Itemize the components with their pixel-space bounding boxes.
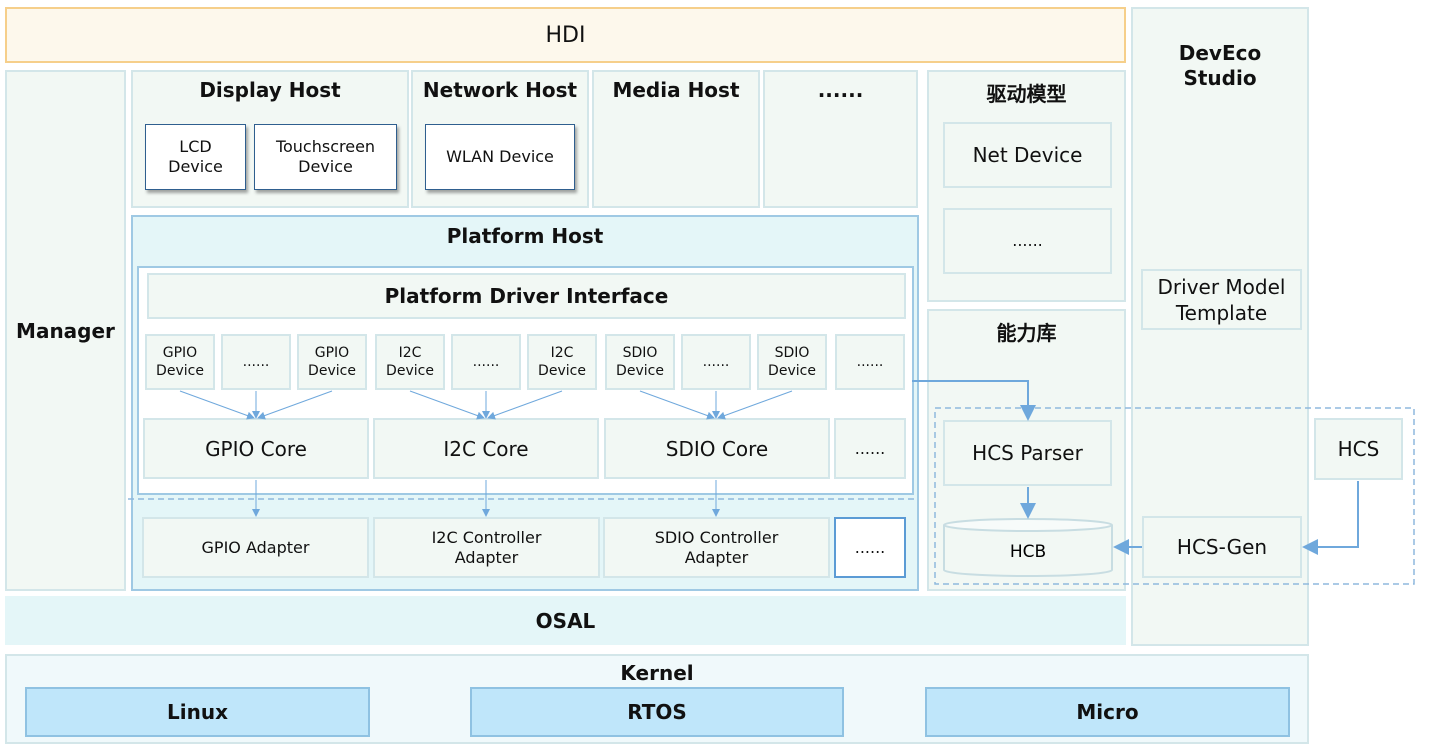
adapter-label: GPIO Adapter xyxy=(201,537,310,557)
hdi-bar: HDI xyxy=(5,7,1126,63)
wlan-device-label: WLAN Device xyxy=(446,147,554,166)
capability-title: 能力库 xyxy=(996,321,1057,345)
gpio-device-1: GPIO Device xyxy=(145,334,215,390)
micro-box: Micro xyxy=(925,687,1290,737)
osal-label: OSAL xyxy=(535,608,596,633)
platform-driver-interface: Platform Driver Interface xyxy=(147,273,906,319)
hdi-label: HDI xyxy=(545,22,586,48)
i2c-device-more: ...... xyxy=(451,334,521,390)
hcs-label: HCS xyxy=(1337,437,1380,461)
more-host-title: ...... xyxy=(817,78,864,102)
core-label: I2C Core xyxy=(443,436,529,461)
device-label: GPIO Device xyxy=(308,345,356,379)
core-label: SDIO Core xyxy=(665,436,769,461)
device-label: SDIO Device xyxy=(768,345,816,379)
rtos-box: RTOS xyxy=(470,687,844,737)
sdio-core: SDIO Core xyxy=(604,418,830,479)
osal-bar: OSAL xyxy=(5,596,1126,645)
lcd-device: LCD Device xyxy=(145,124,246,190)
platform-driver-interface-label: Platform Driver Interface xyxy=(384,284,669,308)
sdio-device-1: SDIO Device xyxy=(605,334,675,390)
driver-model-more: ...... xyxy=(943,208,1112,274)
i2c-device-2: I2C Device xyxy=(527,334,597,390)
device-more: ...... xyxy=(835,334,905,390)
more-host: ...... xyxy=(763,70,918,208)
gpio-adapter: GPIO Adapter xyxy=(142,517,369,578)
net-device-label: Net Device xyxy=(972,143,1083,167)
wlan-device: WLAN Device xyxy=(425,124,575,190)
driver-model-template: Driver Model Template xyxy=(1141,269,1302,330)
device-label: I2C Device xyxy=(386,345,434,379)
adapter-label: I2C Controller Adapter xyxy=(431,527,542,567)
touchscreen-device-label: Touchscreen Device xyxy=(275,137,376,176)
rtos-label: RTOS xyxy=(627,700,687,724)
sdio-controller-adapter: SDIO Controller Adapter xyxy=(603,517,830,578)
i2c-controller-adapter: I2C Controller Adapter xyxy=(373,517,600,578)
hcs-gen-label: HCS-Gen xyxy=(1176,535,1268,559)
core-more: ...... xyxy=(834,418,906,479)
touchscreen-device: Touchscreen Device xyxy=(254,124,397,190)
adapter-label: SDIO Controller Adapter xyxy=(654,527,779,567)
micro-label: Micro xyxy=(1076,700,1139,724)
network-host-title: Network Host xyxy=(422,78,578,102)
device-label: I2C Device xyxy=(538,345,586,379)
deveco-title: DevEco Studio xyxy=(1178,41,1262,90)
linux-label: Linux xyxy=(167,700,228,724)
driver-model-more-label: ...... xyxy=(1012,231,1043,250)
net-device: Net Device xyxy=(943,122,1112,188)
platform-host-title: Platform Host xyxy=(446,224,604,248)
i2c-core: I2C Core xyxy=(373,418,599,479)
hcs-to-hcsgen-arrow xyxy=(1302,481,1359,555)
media-host: Media Host xyxy=(592,70,760,208)
lcd-device-label: LCD Device xyxy=(168,137,223,176)
device-label: SDIO Device xyxy=(616,345,664,379)
hcs-parser-label: HCS Parser xyxy=(972,441,1083,465)
sdio-device-2: SDIO Device xyxy=(757,334,827,390)
device-label: ...... xyxy=(856,354,884,370)
media-host-title: Media Host xyxy=(612,78,740,102)
display-host-title: Display Host xyxy=(199,78,341,102)
device-label: ...... xyxy=(472,354,500,370)
driver-model-template-label: Driver Model Template xyxy=(1157,274,1286,325)
hcs-parser: HCS Parser xyxy=(943,420,1112,486)
adapter-more: ...... xyxy=(834,517,906,578)
i2c-device-1: I2C Device xyxy=(375,334,445,390)
linux-box: Linux xyxy=(25,687,370,737)
device-label: GPIO Device xyxy=(156,345,204,379)
manager-label: Manager xyxy=(16,318,115,343)
adapter-label: ...... xyxy=(854,537,886,557)
gpio-device-more: ...... xyxy=(221,334,291,390)
sdio-device-more: ...... xyxy=(681,334,751,390)
core-label: GPIO Core xyxy=(205,436,307,461)
driver-model-title: 驱动模型 xyxy=(986,82,1067,106)
device-label: ...... xyxy=(242,354,270,370)
hcs-gen: HCS-Gen xyxy=(1142,516,1302,578)
kernel-title: Kernel xyxy=(620,661,694,685)
gpio-core: GPIO Core xyxy=(143,418,369,479)
device-label: ...... xyxy=(702,354,730,370)
core-label: ...... xyxy=(854,438,886,458)
manager-panel: Manager xyxy=(5,70,126,591)
hcs-box: HCS xyxy=(1314,418,1403,480)
gpio-device-2: GPIO Device xyxy=(297,334,367,390)
